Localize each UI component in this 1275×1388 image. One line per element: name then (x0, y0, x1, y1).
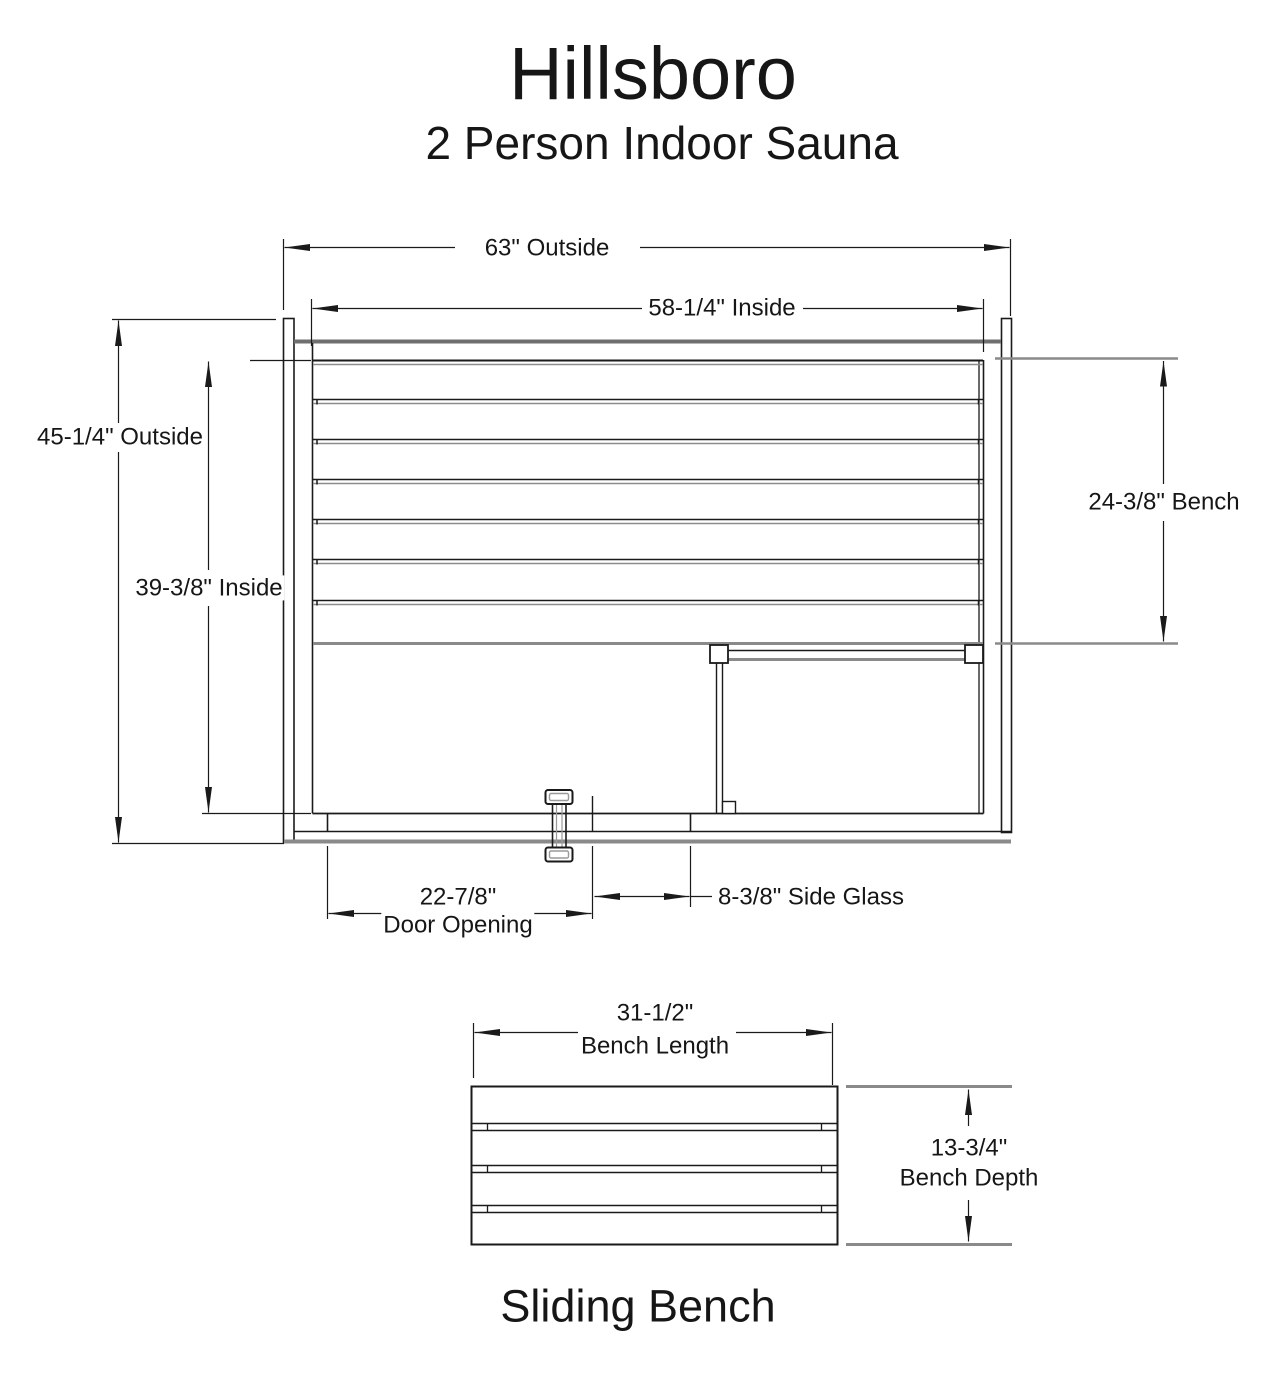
dim-inside-depth (202, 359, 311, 815)
dim-label-side-glass: 8-3/8" Side Glass (716, 883, 906, 911)
left-wall-panel (282, 317, 295, 844)
glass-post-right (964, 644, 984, 664)
bench-top-view (313, 359, 983, 645)
dim-label-sliding-depth-text: Bench Depth (897, 1164, 1041, 1192)
handle-top-cap-inner (548, 792, 570, 802)
dim-outside-width (282, 239, 1012, 316)
right-wall-panel (1000, 317, 1013, 834)
handle-bottom-cap-inner (548, 850, 570, 859)
door-jambs (326, 796, 692, 832)
drawing-subtitle: 2 Person Indoor Sauna (423, 116, 901, 169)
drawing-title: Hillsboro (507, 32, 799, 116)
dim-bench-depth (995, 357, 1178, 645)
dim-side-glass (594, 846, 712, 907)
dim-sliding-bench-depth (846, 1085, 1012, 1246)
dim-label-bench-length-value: 31-1/2" (614, 999, 696, 1027)
glass-post-left (709, 644, 729, 664)
dim-label-door-opening-text: Door Opening (381, 911, 535, 939)
bench-slat-lines (313, 398, 983, 606)
dim-label-door-opening-value: 22-7/8" (417, 883, 499, 911)
dim-label-inside-width: 58-1/4" Inside (646, 294, 798, 322)
dim-label-sliding-depth-value: 13-3/4" (928, 1134, 1010, 1162)
glass-wall (709, 644, 984, 815)
sliding-bench-slats (472, 1122, 837, 1214)
dim-label-bench-length-text: Bench Length (578, 1032, 732, 1060)
door-handle (544, 789, 574, 863)
dim-inside-width (310, 299, 985, 352)
dim-bench-length (472, 1023, 834, 1085)
dim-label-inside-depth: 39-3/8" Inside (133, 574, 285, 602)
sliding-bench-view (470, 1085, 839, 1246)
dim-outside-depth (112, 318, 284, 845)
dim-label-bench-depth: 24-3/8" Bench (1086, 488, 1242, 516)
glass-partition-foot (721, 800, 737, 815)
dim-label-outside-width: 63" Outside (482, 234, 612, 262)
dim-label-outside-depth: 45-1/4" Outside (35, 423, 205, 451)
outer-walls (282, 317, 1013, 844)
sliding-bench-caption: Sliding Bench (498, 1280, 778, 1332)
